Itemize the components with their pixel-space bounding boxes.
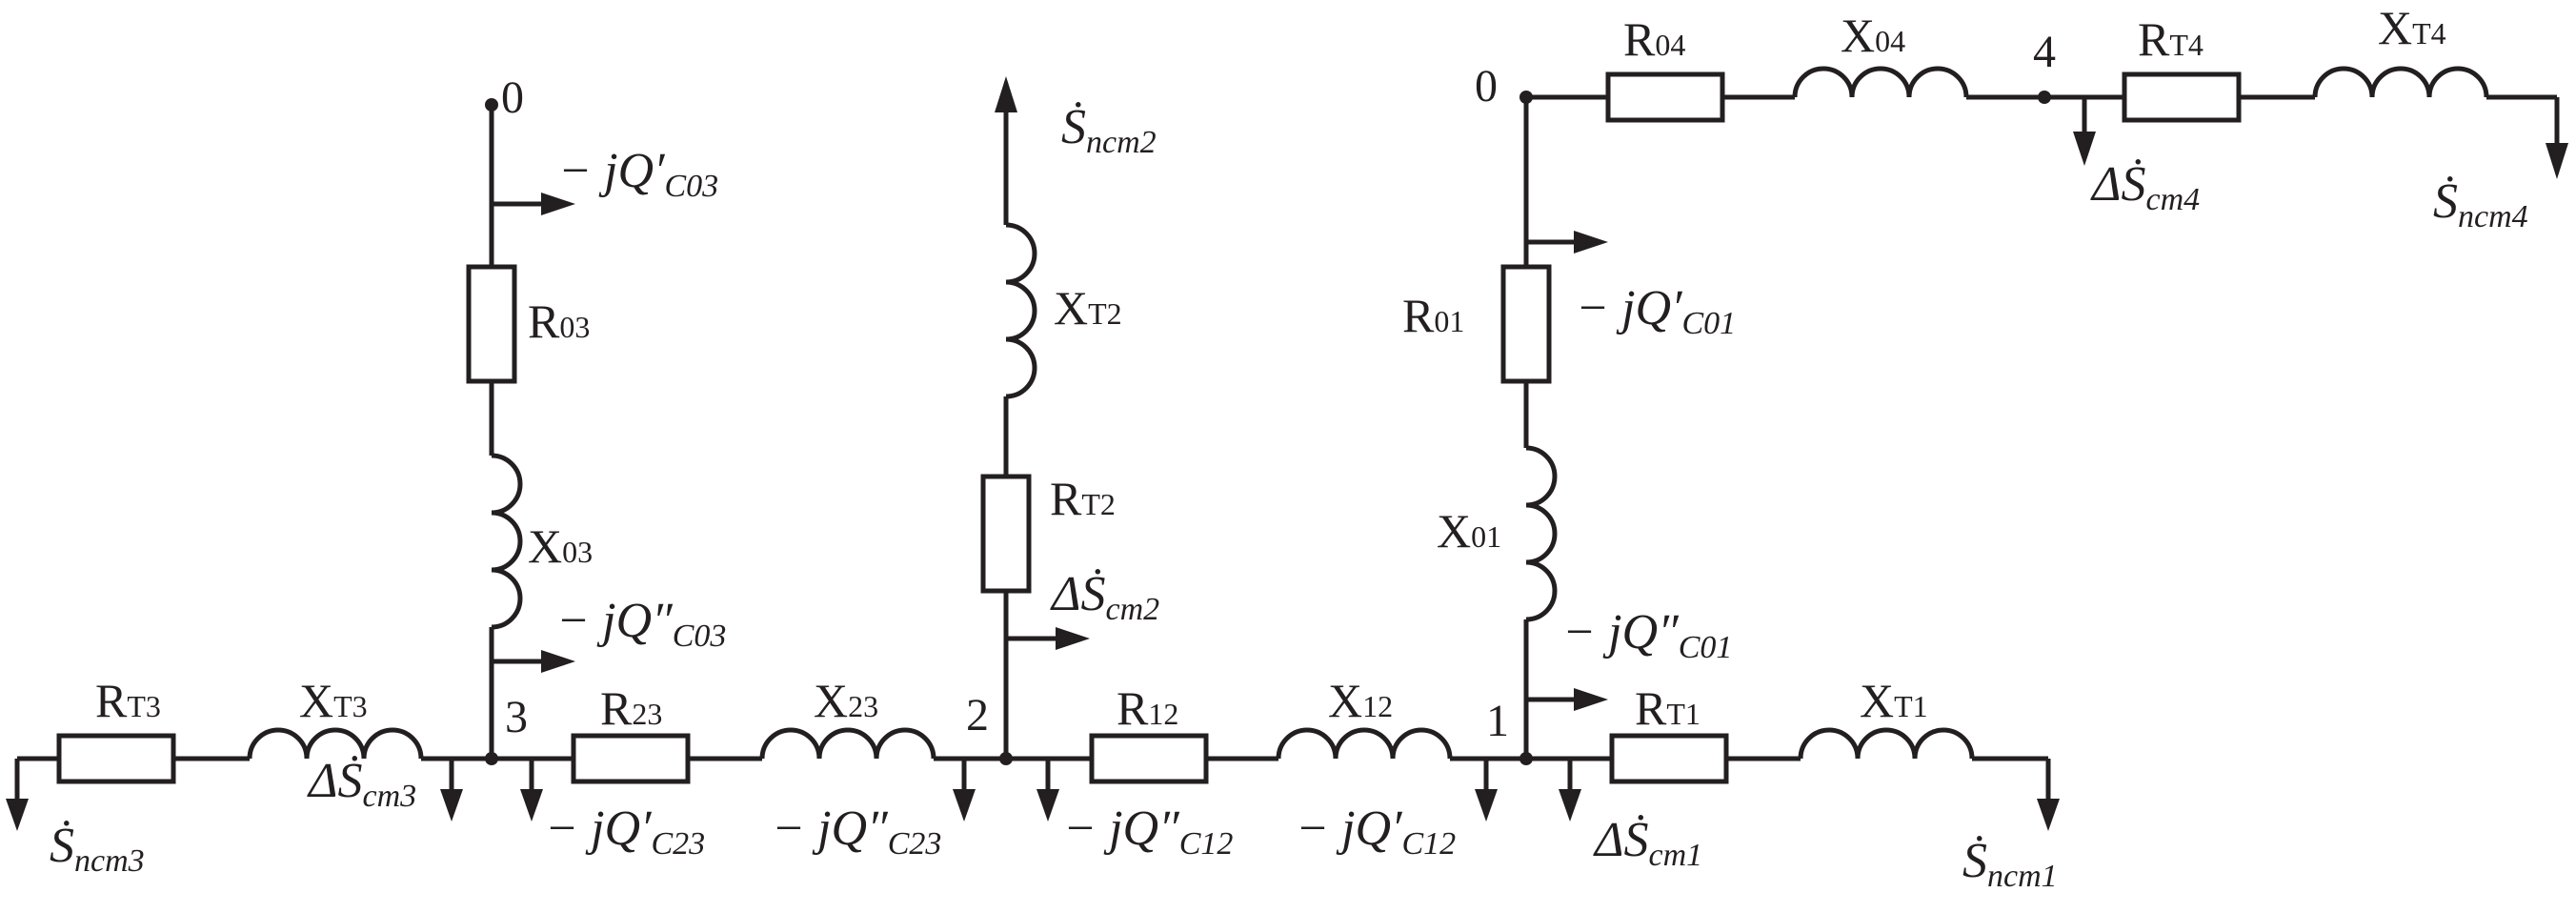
label-dS-cm1: ΔṠcm1 [1593, 813, 1702, 873]
resistor-R01 [1500, 264, 1552, 384]
inductor-XT1 [1801, 730, 1972, 759]
label-Q-C01-dprime: − jQ″C01 [1562, 605, 1732, 665]
resistor-RT2 [980, 474, 1032, 594]
inductor-X12 [1278, 730, 1450, 759]
node-1-label: 1 [1486, 696, 1509, 746]
label-Q-C12-dprime: − jQ″C12 [1063, 801, 1233, 862]
node-2-label: 2 [966, 690, 989, 741]
label-RT4: RT4 [2138, 12, 2204, 66]
node-4-label: 4 [2033, 27, 2056, 77]
label-XT1: XT1 [1860, 674, 1928, 727]
arrow-S-ncm4-head [2546, 143, 2568, 179]
label-XT4: XT4 [2378, 1, 2446, 54]
node-0-right-label: 0 [1475, 61, 1498, 112]
label-RT1: RT1 [1635, 681, 1701, 735]
bus-down-arrows [6, 759, 2060, 831]
label-S-ncm1: Ṡncm1 [1962, 834, 2058, 894]
label-R03: R03 [528, 294, 590, 348]
label-S-ncm3: Ṡncm3 [50, 819, 145, 879]
label-S-ncm2: Ṡncm2 [1061, 100, 1157, 160]
label-Q-C01-prime: − jQ′C01 [1576, 281, 1736, 341]
label-RT2: RT2 [1050, 472, 1116, 525]
inductor-X04 [1795, 69, 1966, 97]
label-X12: X12 [1328, 674, 1393, 727]
label-R23: R23 [600, 681, 662, 735]
label-dS-cm2: ΔṠcm2 [1050, 567, 1159, 627]
arrow-Q-C01-dprime-head [1574, 688, 1608, 711]
label-S-ncm4: Ṡncm4 [2433, 174, 2528, 234]
label-R01: R01 [1402, 289, 1464, 342]
arrow-Q-C03-dprime-head [541, 650, 575, 673]
inductor-XT4 [2315, 69, 2486, 97]
label-dS-cm4: ΔṠcm4 [2090, 157, 2200, 217]
node-0-left-dot [485, 98, 498, 112]
label-Q-C03-dprime: − jQ″C03 [556, 594, 726, 654]
resistor-RT3 [56, 733, 176, 784]
node-0-right-dot [1519, 91, 1533, 104]
arrow-Q-C03-prime-head [541, 193, 575, 215]
label-X04: X04 [1841, 9, 1905, 62]
inductor-X01 [1525, 445, 1558, 622]
label-R12: R12 [1117, 681, 1178, 735]
label-XT2: XT2 [1054, 281, 1122, 335]
resistor-RT4 [2122, 71, 2242, 123]
resistor-RT1 [1609, 733, 1729, 784]
label-XT3: XT3 [299, 674, 368, 727]
resistor-R12 [1089, 733, 1209, 784]
label-Q-C23-dprime: − jQ″C23 [772, 801, 941, 862]
resistor-R23 [571, 733, 691, 784]
arrow-dS-cm4-head [2073, 132, 2096, 166]
inductor-X23 [762, 730, 934, 759]
resistor-R04 [1605, 71, 1725, 123]
label-X03: X03 [528, 519, 593, 573]
arrow-dS-cm2-head [1056, 627, 1090, 650]
inductor-XT2 [1005, 222, 1037, 399]
label-Q-C12-prime: − jQ′C12 [1296, 801, 1456, 862]
label-R04: R04 [1623, 12, 1685, 66]
label-RT3: RT3 [95, 674, 161, 727]
node-0-left-label: 0 [501, 72, 524, 123]
node-4-dot [2038, 91, 2051, 104]
inductor-X03 [491, 453, 523, 630]
resistor-R03 [466, 264, 517, 384]
label-Q-C23-prime: − jQ′C23 [545, 801, 705, 862]
node-3-label: 3 [505, 692, 528, 742]
arrow-S-ncm2-head [995, 76, 1017, 112]
label-Q-C03-prime: − jQ′C03 [558, 144, 718, 204]
label-X23: X23 [814, 674, 878, 727]
label-X01: X01 [1437, 504, 1501, 558]
arrow-Q-C01-prime-head [1574, 231, 1608, 254]
label-dS-cm3: ΔṠcm3 [307, 754, 416, 814]
